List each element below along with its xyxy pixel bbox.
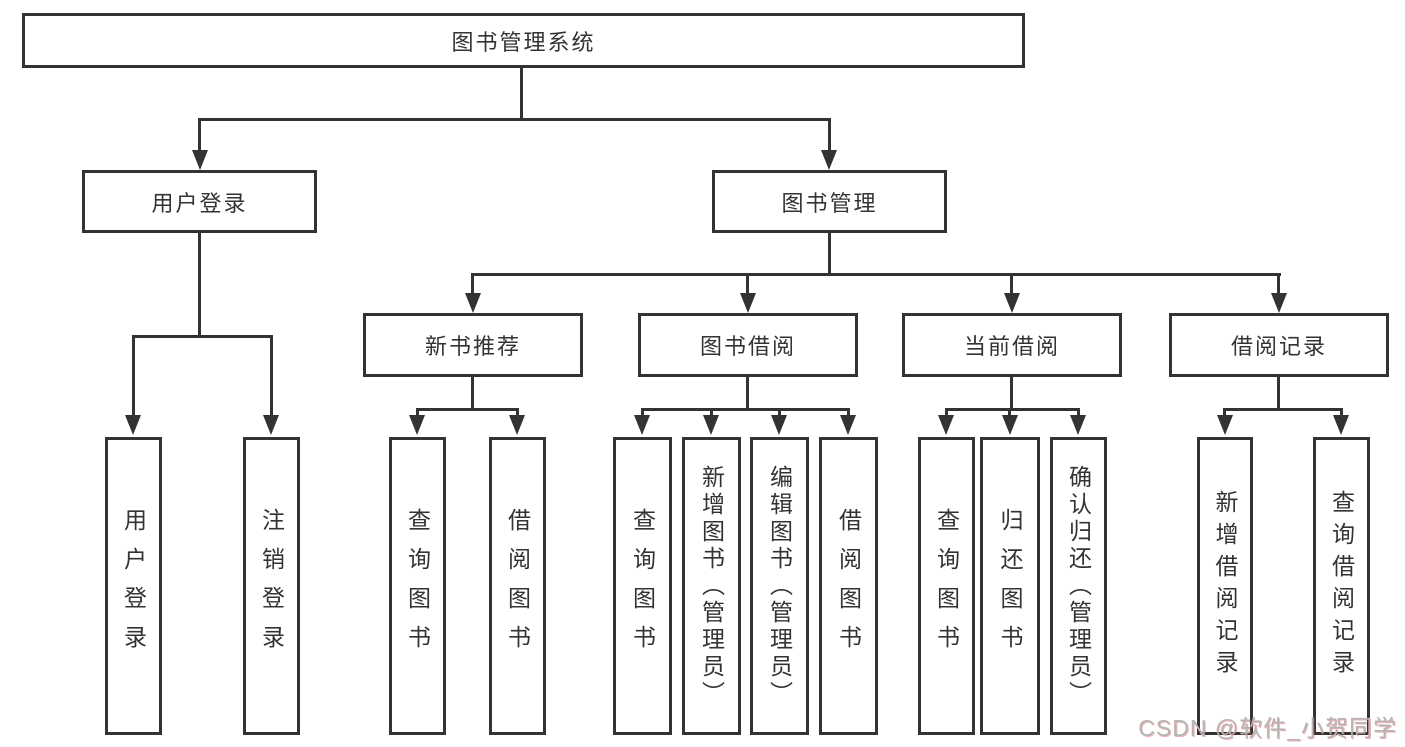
arrowhead-down (192, 150, 208, 170)
connector-line (746, 273, 749, 295)
node-book-borrow: 图书借阅 (638, 313, 858, 377)
connector-line (1010, 273, 1013, 295)
connector-line (828, 233, 831, 273)
connector-line (847, 408, 850, 418)
node-library-management-system: 图书管理系统 (22, 13, 1025, 68)
arrowhead-down (634, 415, 650, 435)
leaf-query-books-current: 查询图书 (918, 437, 975, 735)
connector-line (641, 408, 850, 411)
connector-line (132, 335, 135, 417)
connector-line (471, 273, 1281, 276)
arrowhead-down (263, 415, 279, 435)
arrowhead-down (125, 415, 141, 435)
connector-line (1277, 273, 1280, 295)
connector-line (1008, 408, 1011, 418)
arrowhead-down (1217, 415, 1233, 435)
leaf-add-books-admin: 新增图书（管理员） (682, 437, 741, 735)
connector-line (416, 408, 519, 411)
arrowhead-down (1004, 293, 1020, 313)
node-user-login: 用户登录 (82, 170, 317, 233)
leaf-borrow-books: 借阅图书 (819, 437, 878, 735)
connector-line (1077, 408, 1080, 418)
node-new-book-recommend: 新书推荐 (363, 313, 583, 377)
connector-line (1223, 408, 1226, 418)
leaf-borrow-books-recommend: 借阅图书 (489, 437, 546, 735)
node-book-management: 图书管理 (712, 170, 947, 233)
node-borrow-records: 借阅记录 (1169, 313, 1389, 377)
connector-line (746, 377, 749, 408)
connector-line (1010, 377, 1013, 408)
arrowhead-down (1333, 415, 1349, 435)
connector-line (1224, 408, 1343, 411)
csdn-watermark: CSDN @软件_小贺同学 (1138, 715, 1397, 741)
arrowhead-down (509, 415, 525, 435)
connector-line (132, 335, 273, 338)
arrowhead-down (771, 415, 787, 435)
arrowhead-down (840, 415, 856, 435)
leaf-add-borrow-record: 新增借阅记录 (1197, 437, 1253, 735)
leaf-query-books-recommend: 查询图书 (389, 437, 446, 735)
connector-line (1277, 377, 1280, 408)
arrowhead-down (465, 293, 481, 313)
connector-line (520, 68, 523, 121)
leaf-query-books-borrow: 查询图书 (613, 437, 672, 735)
arrowhead-down (1002, 415, 1018, 435)
arrowhead-down (740, 293, 756, 313)
connector-line (945, 408, 948, 418)
connector-line (198, 118, 201, 152)
connector-line (516, 408, 519, 418)
connector-line (1340, 408, 1343, 418)
connector-line (198, 233, 201, 335)
connector-line (270, 335, 273, 417)
leaf-edit-books-admin: 编辑图书（管理员） (750, 437, 809, 735)
arrowhead-down (1271, 293, 1287, 313)
leaf-user-login: 用户登录 (105, 437, 162, 735)
connector-line (416, 408, 419, 418)
arrowhead-down (409, 415, 425, 435)
connector-line (778, 408, 781, 418)
connector-line (828, 118, 831, 152)
arrowhead-down (703, 415, 719, 435)
leaf-logout: 注销登录 (243, 437, 300, 735)
arrowhead-down (938, 415, 954, 435)
leaf-query-borrow-record: 查询借阅记录 (1313, 437, 1370, 735)
connector-line (471, 377, 474, 408)
leaf-return-books: 归还图书 (980, 437, 1040, 735)
connector-line (641, 408, 644, 418)
leaf-confirm-return-admin: 确认归还（管理员） (1050, 437, 1107, 735)
arrowhead-down (821, 150, 837, 170)
connector-line (710, 408, 713, 418)
connector-line (471, 273, 474, 295)
node-current-borrow: 当前借阅 (902, 313, 1122, 377)
connector-line (945, 408, 1080, 411)
connector-line (198, 118, 831, 121)
arrowhead-down (1070, 415, 1086, 435)
